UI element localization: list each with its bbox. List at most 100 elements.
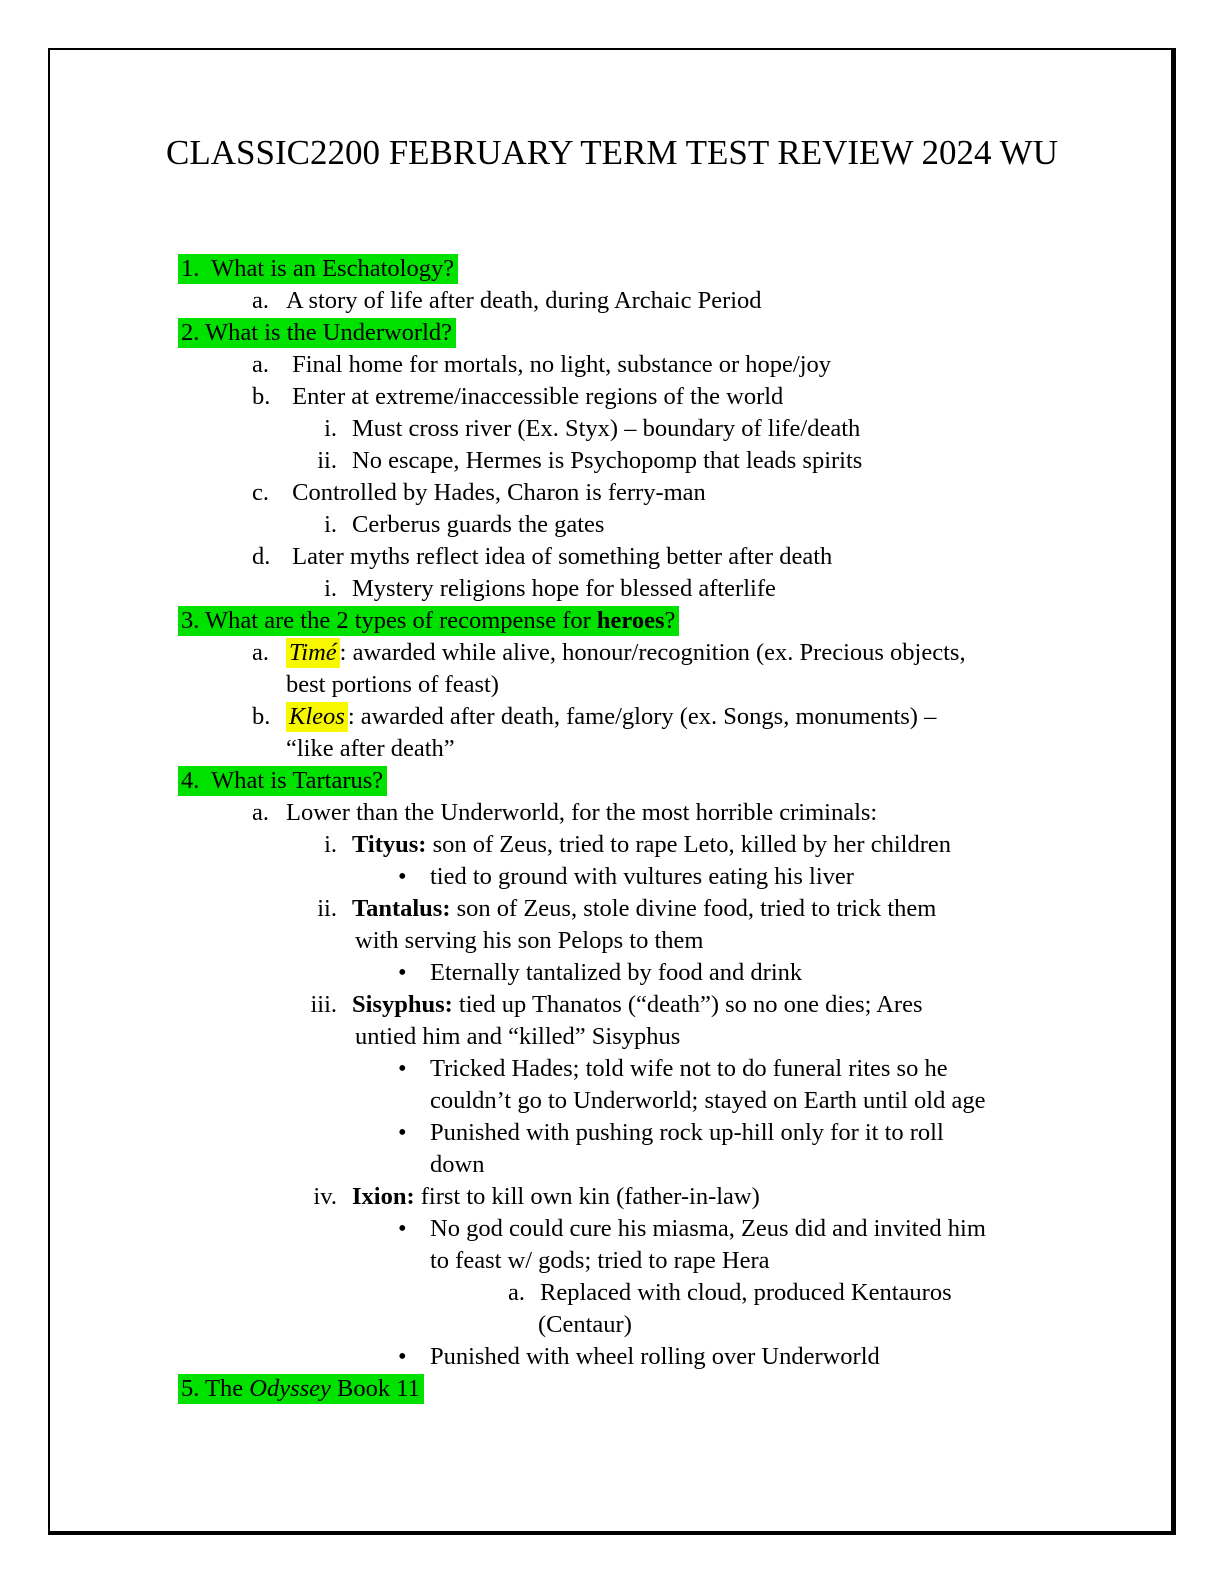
text-segment: : awarded while alive, honour/recognitio… <box>339 639 966 666</box>
list-marker: d. <box>252 543 271 570</box>
highlight-green: 2. What is the Underworld? <box>178 318 457 348</box>
text-segment: Tityus: <box>352 831 427 858</box>
text-run: best portions of feast) <box>286 669 499 701</box>
highlight-green: 4. What is Tartarus? <box>178 766 388 796</box>
text-run: Must cross river (Ex. Styx) – boundary o… <box>352 413 860 445</box>
list-marker: b. <box>252 703 271 730</box>
text-run: (Centaur) <box>538 1309 632 1341</box>
outline-item: a. Timé: awarded while alive, honour/reco… <box>144 637 1184 669</box>
text-segment: (Centaur) <box>538 1311 632 1338</box>
text-segment: Punished with pushing rock up-hill only … <box>430 1119 944 1146</box>
text-segment: tied up Thanatos (“death”) so no one die… <box>452 991 923 1018</box>
text-run: Mystery religions hope for blessed after… <box>352 573 776 605</box>
outline-item: i.Mystery religions hope for blessed aft… <box>144 573 1184 605</box>
highlight-green: 5. The Odyssey Book 11 <box>178 1374 424 1404</box>
outline-item: •tied to ground with vultures eating his… <box>144 861 1184 893</box>
outline-item: • Punished with pushing rock up-hill only… <box>144 1117 1184 1149</box>
outline-item: ii. Tantalus: son of Zeus, stole divine f… <box>144 893 1184 925</box>
outline-item: 4. What is Tartarus? <box>144 765 1184 797</box>
text-run: 2. What is the Underworld? <box>178 317 457 349</box>
text-segment: heroes <box>596 607 665 634</box>
text-run: 4. What is Tartarus? <box>178 765 388 797</box>
text-segment: with serving his son Pelops to them <box>355 927 704 954</box>
text-run: Sisyphus: tied up Thanatos (“death”) so … <box>352 989 922 1021</box>
text-segment: untied him and “killed” Sisyphus <box>355 1023 681 1050</box>
outline-item: i. Tityus: son of Zeus, tried to rape Let… <box>144 829 1184 861</box>
text-segment: to feast w/ gods; tried to rape Hera <box>430 1247 770 1274</box>
text-run: untied him and “killed” Sisyphus <box>355 1021 680 1053</box>
outline-item: couldn’t go to Underworld; stayed on Ear… <box>144 1085 1184 1117</box>
text-run: Cerberus guards the gates <box>352 509 604 541</box>
outline-item: down <box>144 1149 1184 1181</box>
list-marker: iii. <box>310 991 337 1018</box>
text-segment: first to kill own kin (father-in-law) <box>414 1183 760 1210</box>
text-segment: Tricked Hades; told wife not to do funer… <box>430 1055 948 1082</box>
text-run: tied to ground with vultures eating his … <box>430 861 854 893</box>
outline-item: a. Replaced with cloud, produced Kentauro… <box>144 1277 1184 1309</box>
outline-item: a. Lower than the Underworld, for the mos… <box>144 797 1184 829</box>
text-segment: best portions of feast) <box>286 671 499 698</box>
text-run: Final home for mortals, no light, substa… <box>286 349 831 381</box>
text-run: Ixion: first to kill own kin (father-in-… <box>352 1181 760 1213</box>
bullet-marker: • <box>398 1119 407 1146</box>
outline-item: •Tricked Hades; told wife not to do fune… <box>144 1053 1184 1085</box>
page-border <box>48 48 1176 1535</box>
text-segment: Odyssey <box>249 1375 331 1402</box>
text-run: No escape, Hermes is Psychopomp that lea… <box>352 445 862 477</box>
outline-item: d. Later myths reflect idea of something… <box>144 541 1184 573</box>
text-segment: Cerberus guards the gates <box>352 511 605 538</box>
list-marker: b. <box>252 383 271 410</box>
outline-item: ii. No escape, Hermes is Psychopomp that … <box>144 445 1184 477</box>
outline-item: iii. Sisyphus: tied up Thanatos (“death”)… <box>144 989 1184 1021</box>
text-run: to feast w/ gods; tried to rape Hera <box>430 1245 769 1277</box>
outline-item: 2. What is the Underworld? <box>144 317 1184 349</box>
text-run: 5. The Odyssey Book 11 <box>178 1373 424 1405</box>
text-segment: A story of life after death, during Arch… <box>286 287 762 314</box>
outline-item: c. Controlled by Hades, Charon is ferry-… <box>144 477 1184 509</box>
list-marker: iv. <box>313 1183 337 1210</box>
text-segment: 5. The <box>181 1375 250 1402</box>
bullet-marker: • <box>398 1343 407 1370</box>
text-segment: 4. What is Tartarus? <box>181 767 384 794</box>
text-segment: Timé <box>286 638 340 668</box>
text-run: Punished with wheel rolling over Underwo… <box>430 1341 880 1373</box>
text-segment: son of Zeus, tried to rape Leto, killed … <box>426 831 951 858</box>
text-segment: Ixion: <box>352 1183 415 1210</box>
text-segment: 1. What is an Eschatology? <box>181 255 455 282</box>
list-marker: a. <box>252 639 269 666</box>
text-segment: Mystery religions hope for blessed after… <box>352 575 776 602</box>
text-segment: tied to ground with vultures eating his … <box>430 863 854 890</box>
outline-list: 1. What is an Eschatology? a. A story of l… <box>144 253 1184 1405</box>
outline-item: best portions of feast) <box>144 669 1184 701</box>
list-marker: a. <box>252 799 269 826</box>
text-run: Eternally tantalized by food and drink <box>430 957 802 989</box>
list-marker: ii. <box>317 895 337 922</box>
text-run: Tityus: son of Zeus, tried to rape Leto,… <box>352 829 951 861</box>
text-run: Replaced with cloud, produced Kentauros <box>540 1277 952 1309</box>
outline-item: 1. What is an Eschatology? <box>144 253 1184 285</box>
outline-item: (Centaur) <box>144 1309 1184 1341</box>
text-run: down <box>430 1149 484 1181</box>
text-segment: : awarded after death, fame/glory (ex. S… <box>347 703 937 730</box>
text-segment: Sisyphus: <box>352 991 453 1018</box>
list-marker: ii. <box>317 447 337 474</box>
list-marker: c. <box>252 479 269 506</box>
text-segment: Tantalus: <box>352 895 451 922</box>
outline-item: b. Enter at extreme/inaccessible regions… <box>144 381 1184 413</box>
text-segment: No escape, Hermes is Psychopomp that lea… <box>352 447 863 474</box>
text-segment: Controlled by Hades, Charon is ferry-man <box>286 479 706 506</box>
text-run: Tantalus: son of Zeus, stole divine food… <box>352 893 936 925</box>
text-segment: couldn’t go to Underworld; stayed on Ear… <box>430 1087 986 1114</box>
list-marker: a. <box>508 1279 525 1306</box>
outline-item: • Punished with wheel rolling over Underw… <box>144 1341 1184 1373</box>
text-segment: Later myths reflect idea of something be… <box>286 543 833 570</box>
text-run: Enter at extreme/inaccessible regions of… <box>286 381 783 413</box>
outline-item: b.Kleos: awarded after death, fame/glory… <box>144 701 1184 733</box>
text-segment: son of Zeus, stole divine food, tried to… <box>450 895 937 922</box>
text-segment: Lower than the Underworld, for the most … <box>286 799 878 826</box>
list-marker: i. <box>324 831 337 858</box>
text-segment: Final home for mortals, no light, substa… <box>286 351 832 378</box>
outline-item: 5. The Odyssey Book 11 <box>144 1373 1184 1405</box>
text-run: couldn’t go to Underworld; stayed on Ear… <box>430 1085 985 1117</box>
